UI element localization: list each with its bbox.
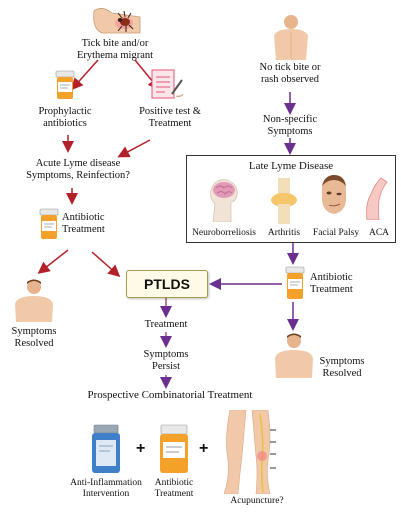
arrow-positive-to-acute [117,139,151,158]
label-symptoms-persist: Symptoms Persist [143,349,189,372]
label-symptoms-resolved-left: Symptoms Resolved [11,326,57,349]
antibiotic-pill-bottle-left-icon [39,208,59,239]
label-prospective: Prospective Combinatorial Treatment [87,389,253,401]
label-antibiotic-bottom: Antibiotic Treatment [154,478,194,499]
label-anti-inflammation: Anti-Inflammation Intervention [70,478,142,499]
antibiotic-pill-bottle-right-icon [285,266,305,299]
label-acupuncture: Acupuncture? [230,496,284,506]
label-positive-test: Positive test & Treatment [139,106,201,129]
prophylactic-pill-bottle-icon [55,70,75,99]
plus-sign-2: + [199,440,209,457]
label-antibiotic-left: Antibiotic Treatment [62,212,105,235]
label-nonspecific: Non-specific Symptoms [262,114,318,137]
anti-inflammation-bottle-icon [92,424,120,473]
late-item-aca: ACA [368,228,390,238]
brain-icon [210,179,238,222]
label-treatment: Treatment [144,319,188,330]
late-lyme-disease-box: Late Lyme Disease Neuroborreliosis Arthr… [186,155,396,243]
label-antibiotic-right: Antibiotic Treatment [310,272,353,295]
positive-test-icon [151,69,184,99]
late-item-facial-palsy: Facial Palsy [312,228,360,238]
plus-sign-1: + [136,440,146,457]
tick-bite-illustration [93,8,141,34]
ptlds-box: PTLDS [126,270,208,298]
knee-joint-icon [271,178,297,224]
arrow-tick-to-prophylactic [71,59,99,91]
person-resolved-left-illustration [15,279,53,322]
label-no-tick: No tick bite or rash observed [259,62,321,85]
facial-palsy-face-icon [322,175,346,214]
antibiotic-bottle-bottom-icon [160,424,188,473]
late-item-arthritis: Arthritis [267,228,301,238]
arrow-antibiotic-to-resolved [37,249,69,274]
torso-back-illustration [274,15,308,60]
acupuncture-legs-illustration [223,410,276,494]
aca-arm-icon [366,177,388,220]
label-symptoms-resolved-right: Symptoms Resolved [319,356,365,379]
arrow-antibiotic-to-ptlds [91,251,121,277]
label-acute: Acute Lyme disease Symptoms, Reinfection… [26,158,130,181]
label-tick-bite: Tick bite and/or Erythema migrant [76,38,154,61]
label-prophylactic: Prophylactic antibiotics [38,106,92,129]
late-item-neuroborreliosis: Neuroborreliosis [192,228,256,238]
late-lyme-title: Late Lyme Disease [248,160,334,172]
person-resolved-right-illustration [275,333,313,378]
